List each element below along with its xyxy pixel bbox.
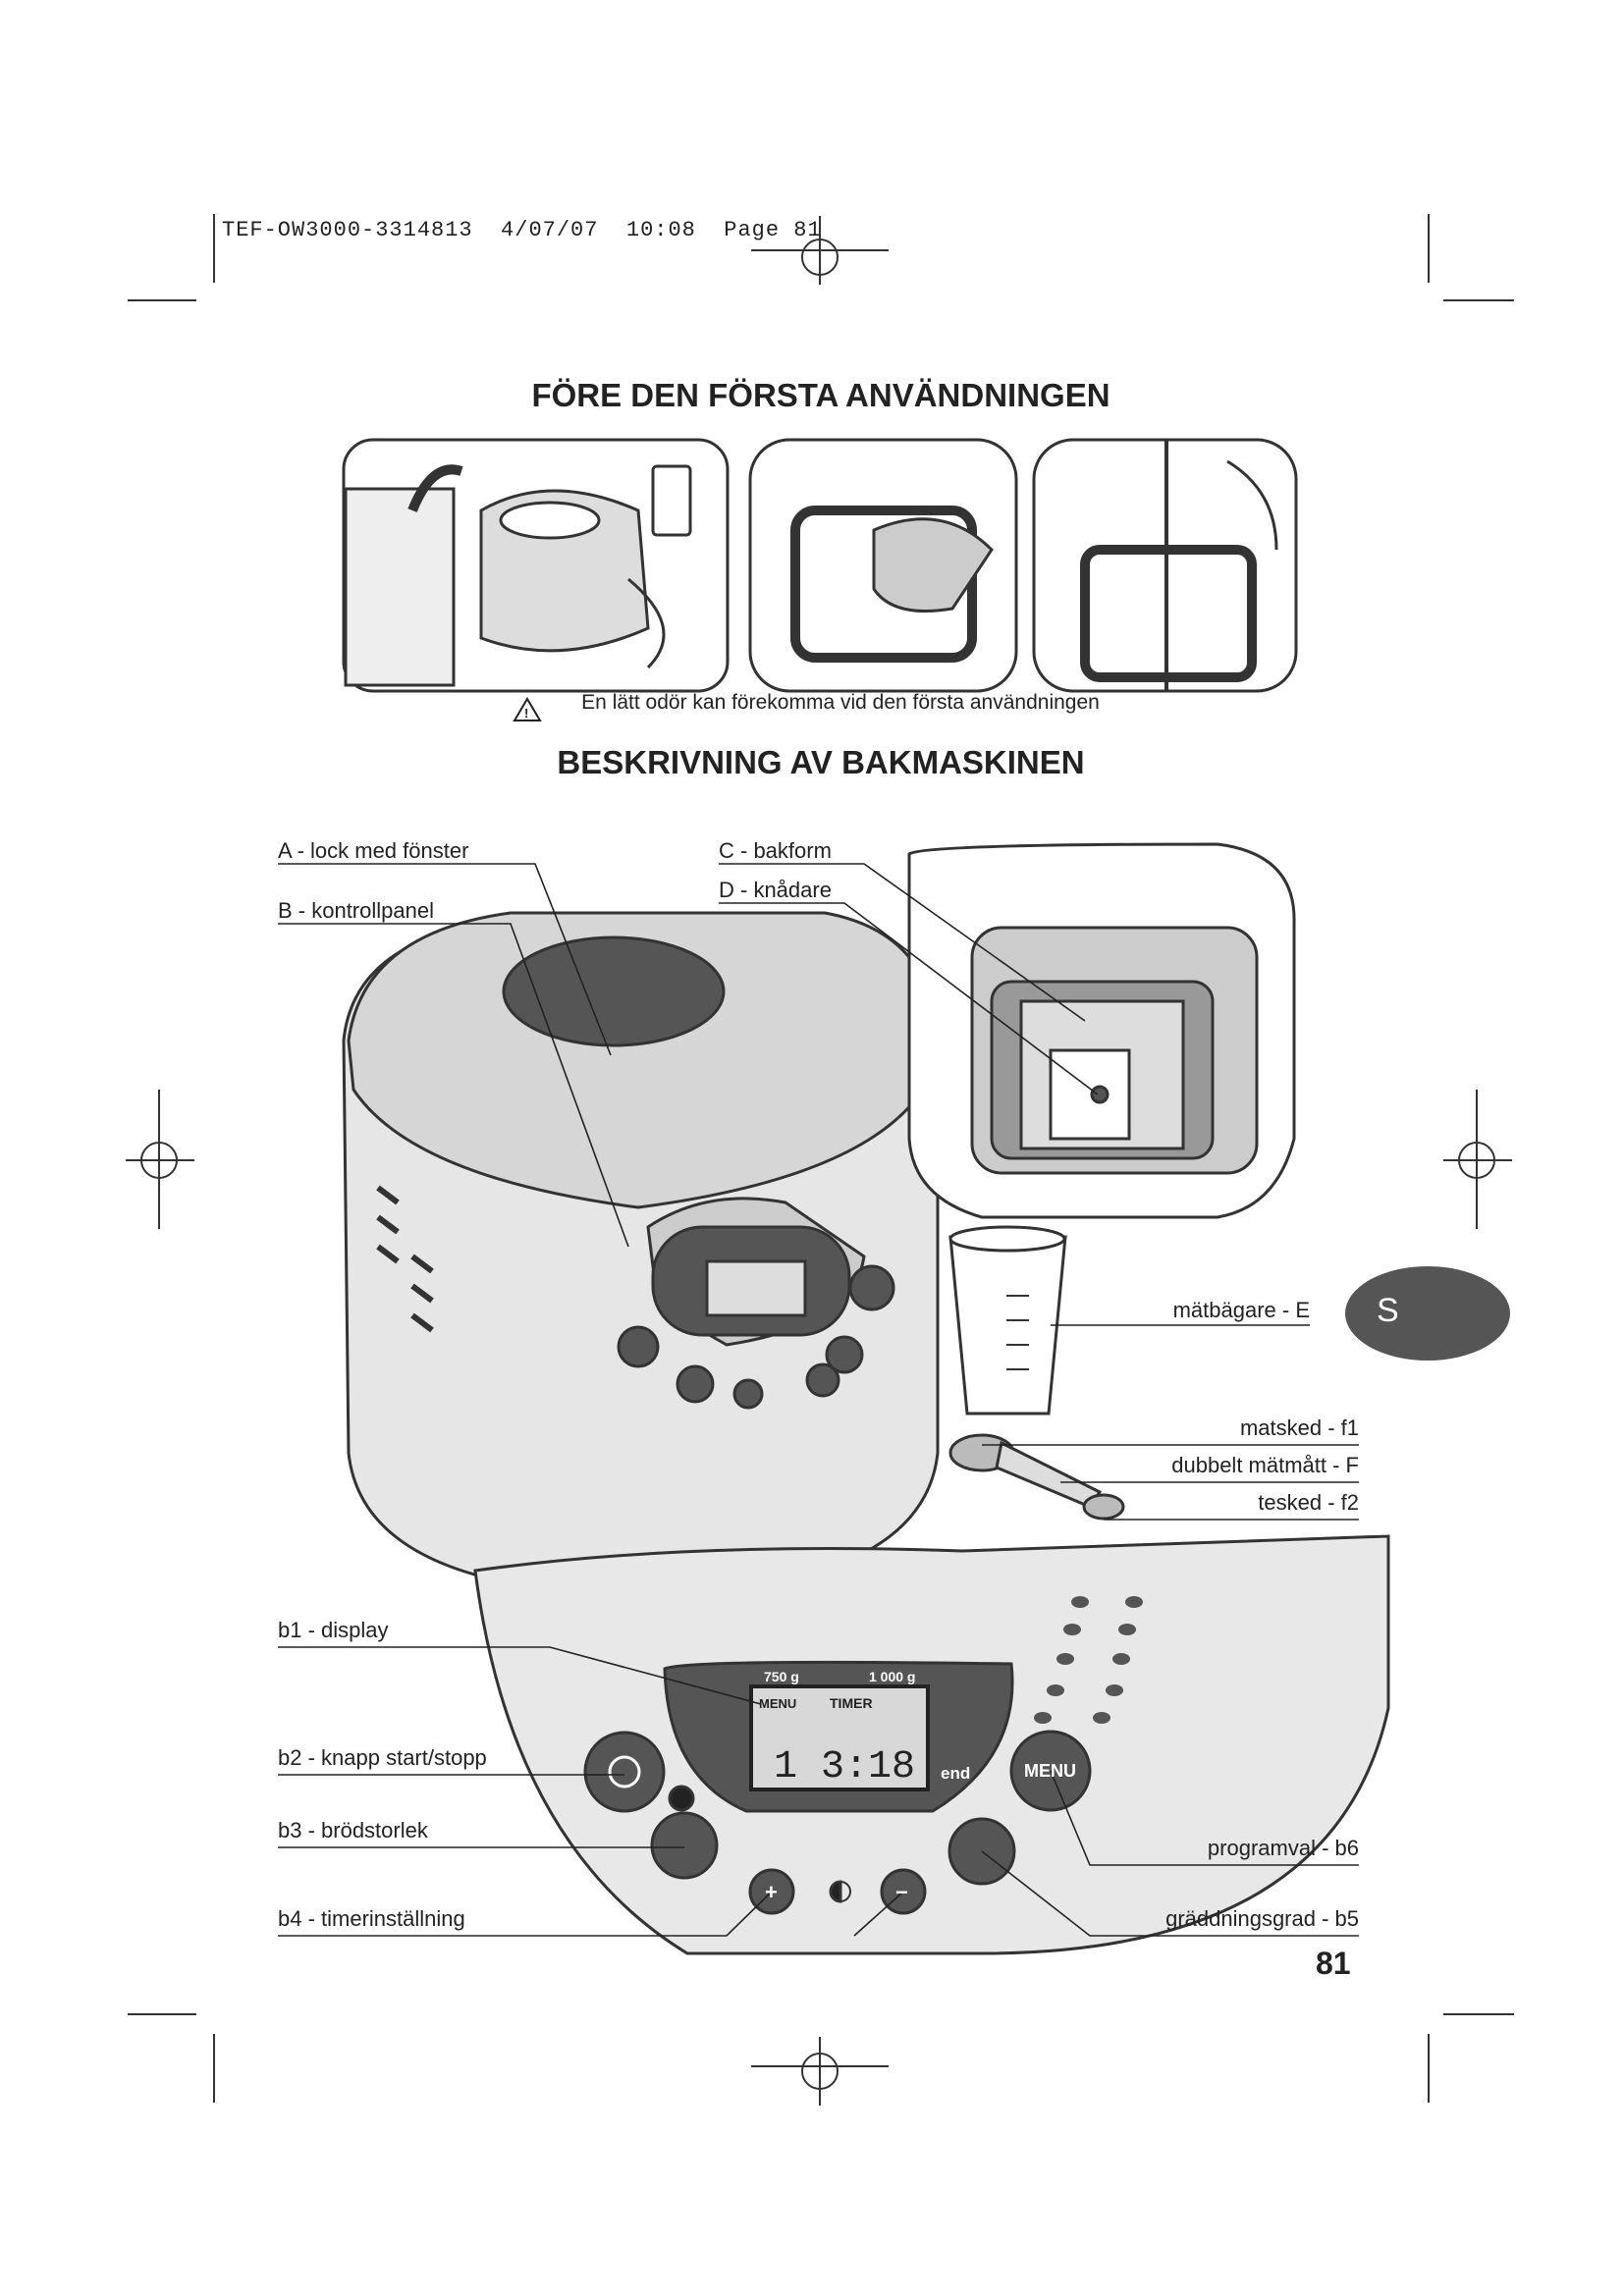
label-start-stop: b2 - knapp start/stopp bbox=[278, 1745, 487, 1770]
crop-marks bbox=[126, 214, 1514, 2106]
label-program-select: programval - b6 bbox=[1207, 1836, 1359, 1860]
label-double-measure: dubbelt mätmått - F bbox=[1171, 1453, 1359, 1477]
page-number: 81 bbox=[1316, 1946, 1351, 1981]
warning-message: En lätt odör kan förekomma vid den först… bbox=[581, 691, 1100, 714]
print-header: TEF-OW3000-3314813 4/07/07 10:08 Page 81 bbox=[222, 218, 822, 242]
lcd-time: 1 3:18 bbox=[774, 1745, 915, 1789]
svg-text:!: ! bbox=[524, 706, 528, 721]
menu-button[interactable]: MENU bbox=[1024, 1761, 1076, 1781]
first-use-illustrations bbox=[342, 438, 1298, 693]
warning-triangle-icon bbox=[513, 697, 542, 721]
label-control-panel: B - kontrollpanel bbox=[278, 898, 434, 923]
minus-button[interactable]: − bbox=[895, 1880, 908, 1904]
label-baking-pan: C - bakform bbox=[719, 838, 832, 863]
label-display: b1 - display bbox=[278, 1618, 389, 1642]
weight-1000: 1 000 g bbox=[869, 1669, 915, 1684]
label-timer-setting: b4 - timerinställning bbox=[278, 1906, 465, 1931]
label-kneader: D - knådare bbox=[719, 878, 832, 902]
section-title-description: BESKRIVNING AV BAKMASKINEN bbox=[557, 744, 1085, 780]
label-browning: gräddningsgrad - b5 bbox=[1165, 1906, 1359, 1931]
label-measuring-cup: mätbägare - E bbox=[1172, 1298, 1310, 1322]
language-tab-label: S bbox=[1377, 1292, 1399, 1329]
bread-machine-drawing bbox=[342, 842, 1390, 1955]
weight-750: 750 g bbox=[764, 1669, 799, 1684]
control-panel-labels: 750 g 1 000 g MENU TIMER 1 3:18 end MENU… bbox=[759, 1669, 1076, 1904]
lcd-menu-indicator: MENU bbox=[759, 1696, 796, 1711]
section-title-first-use: FÖRE DEN FÖRSTA ANVÄNDNINGEN bbox=[531, 377, 1110, 413]
label-tablespoon: matsked - f1 bbox=[1239, 1415, 1359, 1440]
label-teaspoon: tesked - f2 bbox=[1258, 1490, 1359, 1515]
label-bread-size: b3 - brödstorlek bbox=[278, 1818, 428, 1842]
label-lid: A - lock med fönster bbox=[278, 838, 469, 863]
warning-text: En lätt odör kan förekomma vid den först… bbox=[0, 691, 1624, 715]
leader-lines bbox=[278, 863, 1359, 1937]
plus-button[interactable]: + bbox=[765, 1880, 778, 1904]
language-tab: S bbox=[1345, 1266, 1510, 1361]
end-indicator: end bbox=[941, 1764, 970, 1783]
lcd-timer-label: TIMER bbox=[830, 1695, 873, 1711]
